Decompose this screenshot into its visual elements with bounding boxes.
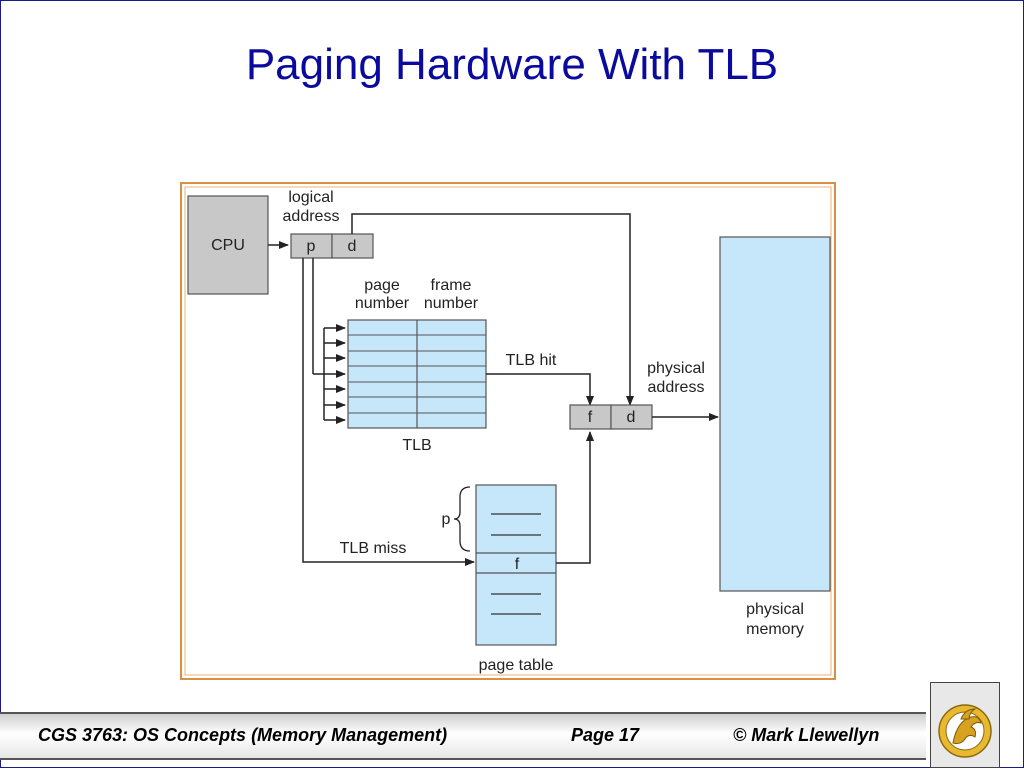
- physical-address-label-2: address: [648, 379, 705, 396]
- logical-d-label: d: [348, 238, 357, 255]
- page-table-p-label: p: [442, 511, 451, 528]
- physical-address-label-1: physical: [647, 360, 705, 377]
- page-number-label-2: number: [355, 295, 410, 312]
- frame-number-label-2: number: [424, 295, 479, 312]
- footer: CGS 3763: OS Concepts (Memory Management…: [0, 700, 1024, 768]
- logical-address-label-2: address: [283, 208, 340, 225]
- slide-title: Paging Hardware With TLB: [245, 40, 779, 89]
- tlb-label: TLB: [402, 437, 431, 454]
- pegasus-logo-icon: [938, 704, 992, 758]
- logical-d-cell: [331, 233, 374, 259]
- footer-author: © Mark Llewellyn: [733, 725, 880, 745]
- physical-memory-label-1: physical: [746, 601, 804, 618]
- logical-p-label: p: [307, 238, 316, 255]
- footer-page: Page 17: [571, 725, 640, 745]
- tlb-miss-label: TLB miss: [340, 540, 407, 557]
- tlb-hit-label: TLB hit: [506, 352, 557, 369]
- cpu-label: CPU: [211, 237, 245, 254]
- page-table-label: page table: [479, 657, 554, 674]
- physical-f-label: f: [588, 409, 593, 426]
- diagram-border-inner: [184, 186, 832, 676]
- page-table-f-label: f: [515, 556, 520, 573]
- physical-d-label: d: [627, 409, 636, 426]
- paging-diagram: CPU logical address p d page number fram…: [180, 182, 836, 680]
- page-table: [475, 484, 557, 646]
- physical-memory-label-2: memory: [746, 621, 804, 638]
- physical-f-cell: [569, 404, 612, 430]
- physical-memory-box: [719, 236, 831, 592]
- page-number-label-1: page: [364, 277, 400, 294]
- footer-band: [0, 712, 926, 760]
- logo: [930, 682, 1000, 768]
- frame-number-label-1: frame: [431, 277, 472, 294]
- logical-p-cell: [290, 233, 333, 259]
- logical-address-label-1: logical: [288, 189, 333, 206]
- p-brace: [453, 486, 471, 552]
- footer-course: CGS 3763: OS Concepts (Memory Management…: [38, 725, 448, 745]
